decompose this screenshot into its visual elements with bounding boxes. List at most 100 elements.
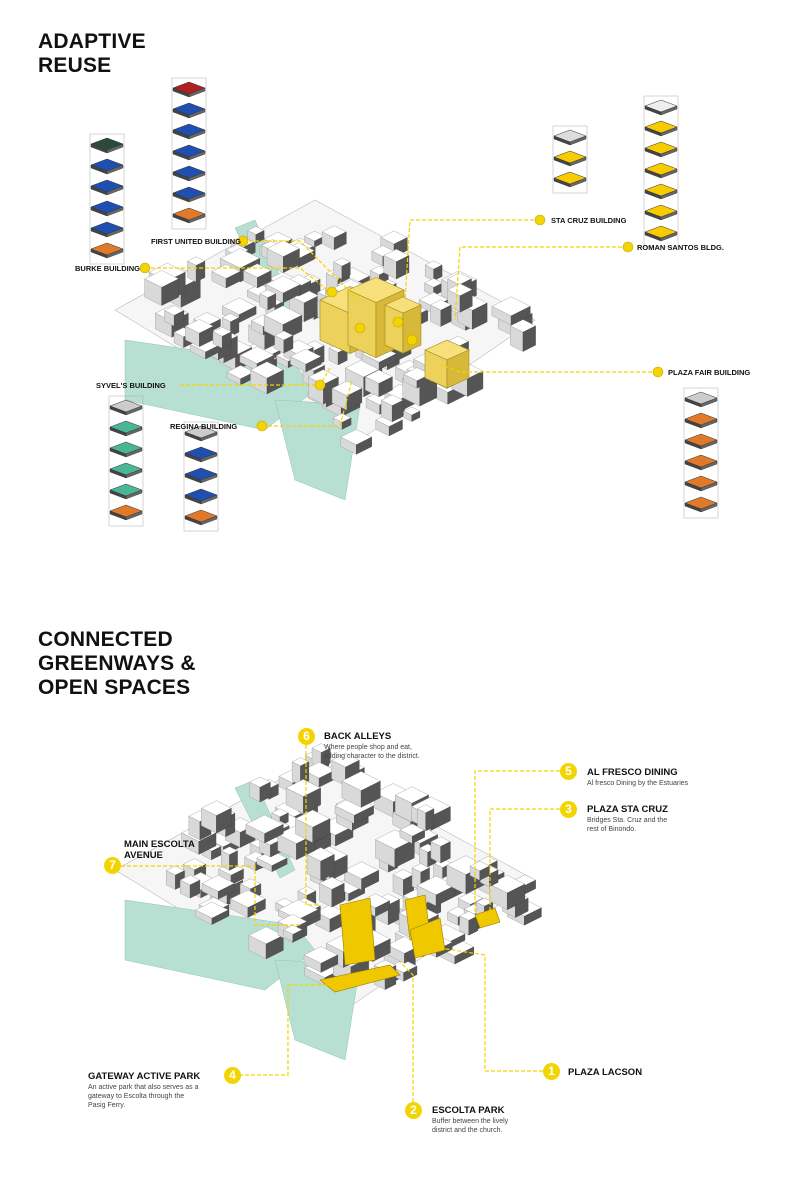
title-line: REUSE [38, 54, 112, 77]
floor-edge [188, 129, 206, 140]
block-shadow-wall [259, 781, 271, 803]
leader-plaza-sta-cruz [489, 808, 560, 912]
block-shadow-wall [396, 255, 410, 280]
leader-plaza-fair [441, 364, 658, 373]
callout-number-badge: 5 [560, 763, 577, 780]
isometric-city-map [114, 743, 542, 1061]
block-shadow-wall [489, 869, 499, 888]
title-line: GREENWAYS & [38, 652, 196, 675]
block-shadow-wall [282, 284, 301, 304]
block-shadow-wall [388, 419, 403, 437]
leader-sta-cruz [404, 219, 540, 301]
callout-title-escolta-park: ESCOLTA PARK [432, 1105, 505, 1116]
greenways-title: CONNECTED GREENWAYS & OPEN SPACES [38, 628, 196, 700]
block-shadow-wall [305, 356, 322, 373]
desc-line: Pasig Ferry. [88, 1102, 126, 1109]
block-shadow-wall [524, 907, 542, 926]
stack-frame [683, 387, 719, 519]
desc-line: rest of Binondo. [587, 826, 637, 833]
floor-edge [125, 510, 143, 521]
block-shadow-wall [312, 818, 331, 843]
block-shadow-wall [459, 289, 473, 313]
desc-line: Buffer between the lively [432, 1118, 509, 1125]
block-shadow-wall [354, 805, 374, 824]
stack-frame [643, 95, 679, 248]
block-shadow-wall [403, 965, 418, 982]
block-shadow-wall [341, 417, 352, 430]
block-shadow-wall [468, 915, 479, 936]
block-shadow-wall [320, 954, 339, 973]
floor-edge [125, 489, 143, 500]
floor-edge [188, 108, 206, 119]
floor-edge [200, 431, 218, 442]
burke-floor-stack [89, 133, 125, 265]
first-united-floor-stack [171, 77, 207, 230]
title-line: CONNECTED [38, 628, 173, 651]
callout-number-badge: 6 [298, 728, 315, 745]
floor-edge [660, 168, 678, 179]
callout-title-plaza-sta-cruz: PLAZA STA CRUZ [587, 804, 668, 815]
title-line: AVENUE [124, 850, 163, 861]
callout-title-main-escolta-avenue: MAIN ESCOLTA AVENUE [124, 839, 195, 861]
leader-regina [262, 379, 353, 427]
floor-edge [200, 515, 218, 526]
block-shadow-wall [267, 293, 276, 311]
block-shadow-wall [507, 883, 526, 911]
leader-back-alleys [305, 745, 320, 906]
block-shadow-wall [211, 909, 229, 925]
block-shadow-wall [454, 946, 474, 965]
stack-frame [171, 77, 207, 230]
block-shadow-wall [264, 823, 284, 844]
reuse-building-wall-dark [402, 304, 422, 354]
title-line: MAIN ESCOLTA [124, 839, 195, 850]
marker-dot-burke [139, 262, 151, 274]
block-shadow-wall [356, 436, 372, 455]
block-shadow-wall [440, 841, 451, 864]
marker-dot-plaza-fair [652, 366, 664, 378]
stack-frame [89, 133, 125, 265]
block-shadow-wall [303, 787, 321, 814]
block-shadow-wall [412, 829, 425, 844]
block-shadow-wall [411, 410, 421, 422]
callout-title-gateway-active-park: GATEWAY ACTIVE PARK [88, 1071, 201, 1082]
floor-edge [660, 210, 678, 221]
reuse-building-wall [384, 304, 404, 354]
syvels-floor-stack [108, 395, 144, 527]
block-shadow-wall [238, 305, 257, 323]
block-shadow-wall [161, 278, 179, 306]
marker-dot-sta-cruz [534, 214, 546, 226]
block-shadow-wall [472, 302, 488, 330]
callout-title-back-alleys: BACK ALLEYS [324, 731, 392, 742]
block-shadow-wall [419, 378, 438, 407]
marker-dot-roman-santos [622, 241, 634, 253]
callout-number-badge: 2 [405, 1102, 422, 1119]
block-shadow-wall [283, 248, 300, 273]
floor-edge [700, 460, 718, 471]
label-regina-building: REGINA BUILDING [170, 422, 238, 431]
roman-santos-floor-stack [643, 95, 679, 248]
floor-edge [188, 213, 206, 224]
callout-desc-gateway-active-park: An active park that also serves as a gat… [88, 1083, 199, 1110]
block-shadow-wall [217, 883, 235, 900]
block-shadow-wall [211, 846, 222, 861]
desc-line: Where people shop and eat, [324, 744, 412, 751]
reuse-building-wall-dark [446, 349, 470, 389]
block-shadow-wall [180, 277, 201, 308]
floor-edge [660, 105, 678, 116]
isometric-city-map [114, 199, 537, 501]
block-shadow-wall [334, 231, 347, 251]
back-alley-area [339, 897, 376, 966]
block-shadow-wall [271, 857, 288, 873]
floor-edge [106, 164, 124, 175]
block-shadow-wall [425, 808, 435, 832]
floor-edge [200, 473, 218, 484]
label-roman-santos-bldg: ROMAN SANTOS BLDG. [637, 243, 724, 252]
floor-edge [125, 447, 143, 458]
block-shadow-wall [391, 399, 404, 423]
sta-cruz-floor-stack [552, 125, 588, 194]
floor-edge [106, 248, 124, 259]
block-shadow-wall [433, 264, 443, 282]
callout-title-plaza-lacson: PLAZA LACSON [568, 1067, 643, 1078]
block-shadow-wall [198, 832, 217, 855]
marker-dot [354, 322, 366, 334]
